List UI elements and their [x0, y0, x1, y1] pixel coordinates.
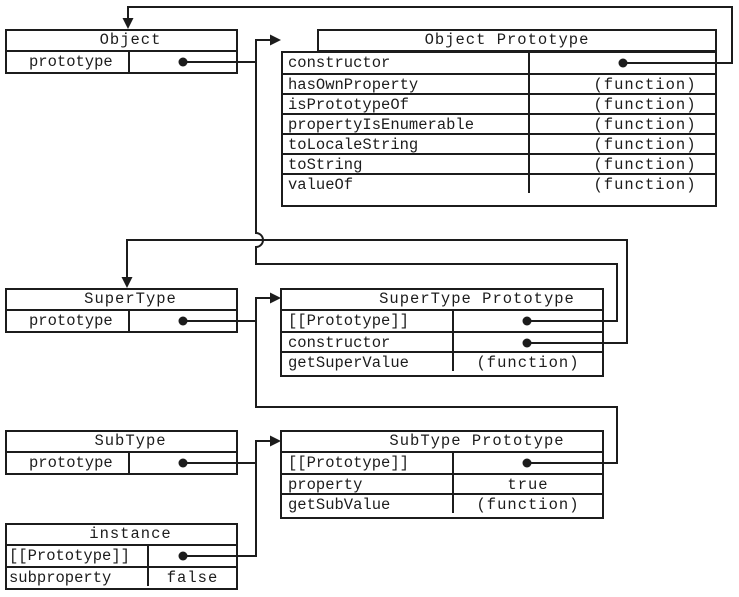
row-label: property: [282, 475, 454, 493]
row-value: false: [166, 569, 219, 586]
pointer-cell: [149, 546, 236, 566]
row-label: subproperty: [7, 568, 149, 586]
row-prototype: prototype: [7, 453, 236, 473]
row-isprototypeof: isPrototypeOf (function): [283, 93, 715, 113]
object-prototype-box: constructor hasOwnProperty (function) is…: [281, 51, 717, 207]
row-constructor: constructor: [282, 331, 602, 351]
row-prototype: prototype: [7, 311, 236, 331]
row-label: toLocaleString: [283, 135, 530, 153]
row-value: (function): [593, 136, 697, 153]
object-box: Object prototype: [5, 29, 238, 74]
row-prototype: prototype: [7, 52, 236, 72]
subtype-box: SubType prototype: [5, 430, 238, 475]
arrowhead-down-into-object: [122, 18, 134, 29]
supertype-prototype-title: SuperType Prototype: [282, 290, 602, 311]
object-prototype-title-box: Object Prototype: [317, 29, 717, 52]
row-subproperty: subproperty false: [7, 566, 236, 586]
pointer-cell: [130, 52, 236, 72]
row-value: (function): [593, 116, 697, 133]
row-label: getSuperValue: [282, 353, 454, 371]
pointer-cell: [530, 53, 715, 73]
row-hasownproperty: hasOwnProperty (function): [283, 73, 715, 93]
row-label: prototype: [7, 311, 130, 331]
row-propertyisenumerable: propertyIsEnumerable (function): [283, 113, 715, 133]
row-value: (function): [593, 76, 697, 93]
arrowhead-right-into-object-prototype: [270, 34, 281, 46]
pointer-cell: [454, 311, 602, 331]
supertype-box: SuperType prototype: [5, 288, 238, 333]
row-label: valueOf: [283, 175, 530, 193]
row-constructor: constructor: [283, 53, 715, 73]
row-label: constructor: [283, 53, 530, 73]
row-internal-prototype: [[Prototype]]: [282, 453, 602, 473]
row-label: toString: [283, 155, 530, 173]
pointer-cell: [454, 333, 602, 351]
row-label: [[Prototype]]: [282, 453, 454, 473]
row-label: [[Prototype]]: [282, 311, 454, 331]
row-value: (function): [476, 354, 580, 371]
supertype-title: SuperType: [7, 290, 236, 311]
object-prototype-title: Object Prototype: [424, 31, 590, 49]
object-title: Object: [7, 31, 236, 52]
pointer-cell: [130, 453, 236, 473]
row-valueof: valueOf (function): [283, 173, 715, 193]
row-internal-prototype: [[Prototype]]: [282, 311, 602, 331]
row-label: prototype: [7, 453, 130, 473]
row-internal-prototype: [[Prototype]]: [7, 546, 236, 566]
row-getsubvalue: getSubValue (function): [282, 493, 602, 513]
row-label: getSubValue: [282, 495, 454, 513]
row-tostring: toString (function): [283, 153, 715, 173]
subtype-prototype-box: SubType Prototype [[Prototype]] property…: [280, 430, 604, 519]
arrowhead-down-into-supertype: [121, 277, 133, 288]
subtype-prototype-title: SubType Prototype: [282, 432, 602, 453]
row-value: (function): [593, 96, 697, 113]
pointer-cell: [454, 453, 602, 473]
row-getsupervalue: getSuperValue (function): [282, 351, 602, 371]
row-value: (function): [593, 156, 697, 173]
row-label: [[Prototype]]: [7, 546, 149, 566]
row-value: true: [507, 476, 549, 493]
row-label: hasOwnProperty: [283, 75, 530, 93]
row-label: isPrototypeOf: [283, 95, 530, 113]
row-label: prototype: [7, 52, 130, 72]
row-label: constructor: [282, 333, 454, 351]
row-label: propertyIsEnumerable: [283, 115, 530, 133]
instance-box: instance [[Prototype]] subproperty false: [5, 523, 238, 590]
row-tolocalestring: toLocaleString (function): [283, 133, 715, 153]
row-value: (function): [476, 496, 580, 513]
subtype-title: SubType: [7, 432, 236, 453]
instance-title: instance: [7, 525, 236, 546]
supertype-prototype-box: SuperType Prototype [[Prototype]] constr…: [280, 288, 604, 377]
row-value: (function): [593, 176, 697, 193]
pointer-cell: [130, 311, 236, 331]
row-property: property true: [282, 473, 602, 493]
